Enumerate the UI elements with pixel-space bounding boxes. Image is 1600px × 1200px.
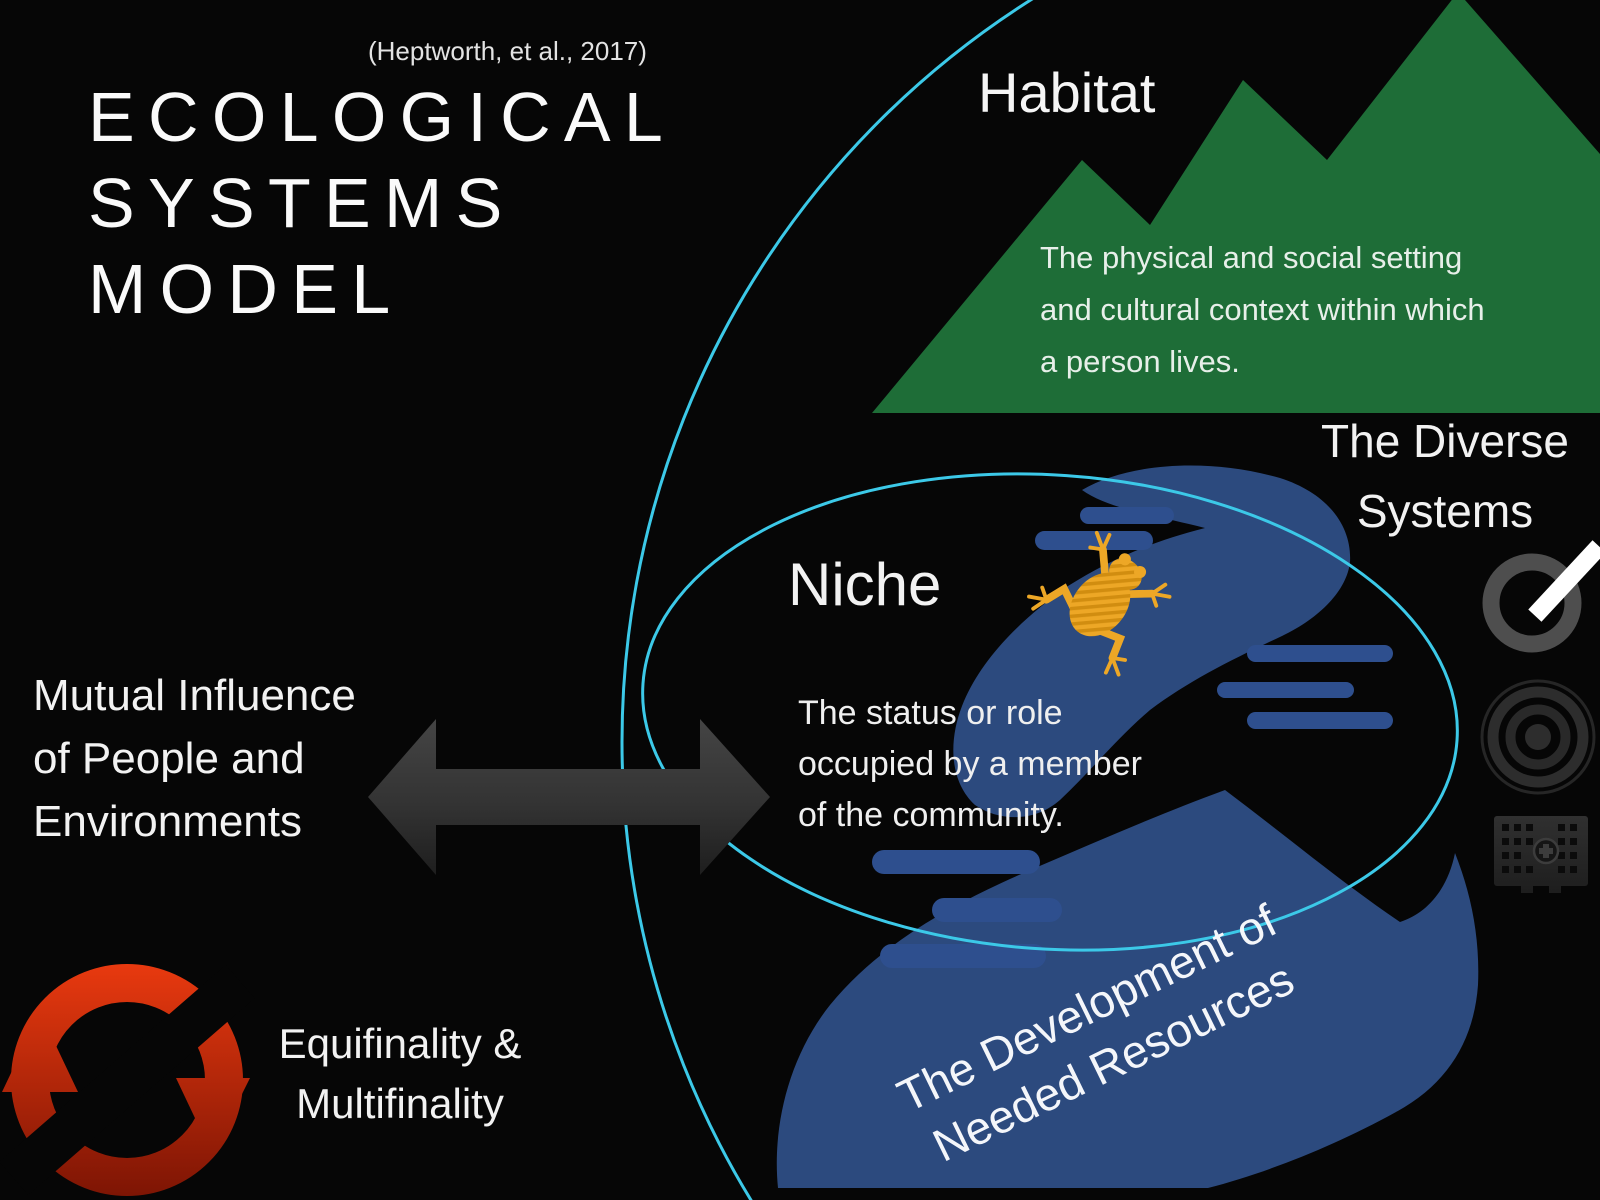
mountains-icon	[872, 0, 1600, 413]
diverse-systems-line2: Systems	[1356, 485, 1534, 537]
cycle-arrows-icon	[0, 964, 255, 1196]
citation: (Heptworth, et al., 2017)	[368, 36, 647, 66]
page-title-line1: ECOLOGICAL	[88, 78, 677, 156]
page-title-line2: SYSTEMS	[88, 164, 516, 242]
river-icon	[953, 465, 1351, 818]
equifinality-line1: Equifinality &	[278, 1020, 522, 1067]
mutual-influence-line3: Environments	[33, 797, 303, 846]
target-rings-icon	[1480, 679, 1596, 795]
double-arrow-icon	[368, 719, 770, 875]
niche-desc-line1: The status or role	[798, 694, 1063, 732]
diverse-systems-line1: The Diverse	[1321, 415, 1569, 467]
orbit-lines-icon	[641, 472, 1459, 952]
habitat-desc-line3: a person lives.	[1040, 344, 1240, 379]
mutual-influence-label: Mutual Influence of People and Environme…	[33, 664, 356, 853]
niche-desc-line2: occupied by a member	[798, 745, 1142, 783]
diverse-systems-label: The Diverse Systems	[1280, 406, 1600, 546]
hospital-icon	[1494, 816, 1588, 893]
ring-check-icon	[1482, 540, 1600, 653]
habitat-desc-line1: The physical and social setting	[1040, 240, 1463, 275]
habitat-desc-line2: and cultural context within which	[1040, 292, 1485, 327]
niche-desc-line3: of the community.	[798, 796, 1064, 834]
equifinality-line2: Multifinality	[296, 1080, 504, 1127]
niche-description: The status or role occupied by a member …	[798, 688, 1142, 841]
habitat-heading: Habitat	[978, 61, 1156, 124]
frog-icon	[1027, 530, 1172, 677]
equifinality-label: Equifinality & Multifinality	[235, 1014, 565, 1134]
mutual-influence-line1: Mutual Influence	[33, 671, 356, 720]
page-title-line3: MODEL	[88, 250, 404, 328]
water-line-bars	[872, 507, 1393, 968]
orbit-lines-icon	[620, 0, 1034, 1200]
habitat-description: The physical and social setting and cult…	[1040, 232, 1485, 388]
river-icon	[776, 790, 1479, 1188]
page-title: ECOLOGICAL SYSTEMS MODEL	[88, 74, 676, 332]
niche-heading: Niche	[788, 551, 942, 618]
mutual-influence-line2: of People and	[33, 734, 305, 783]
